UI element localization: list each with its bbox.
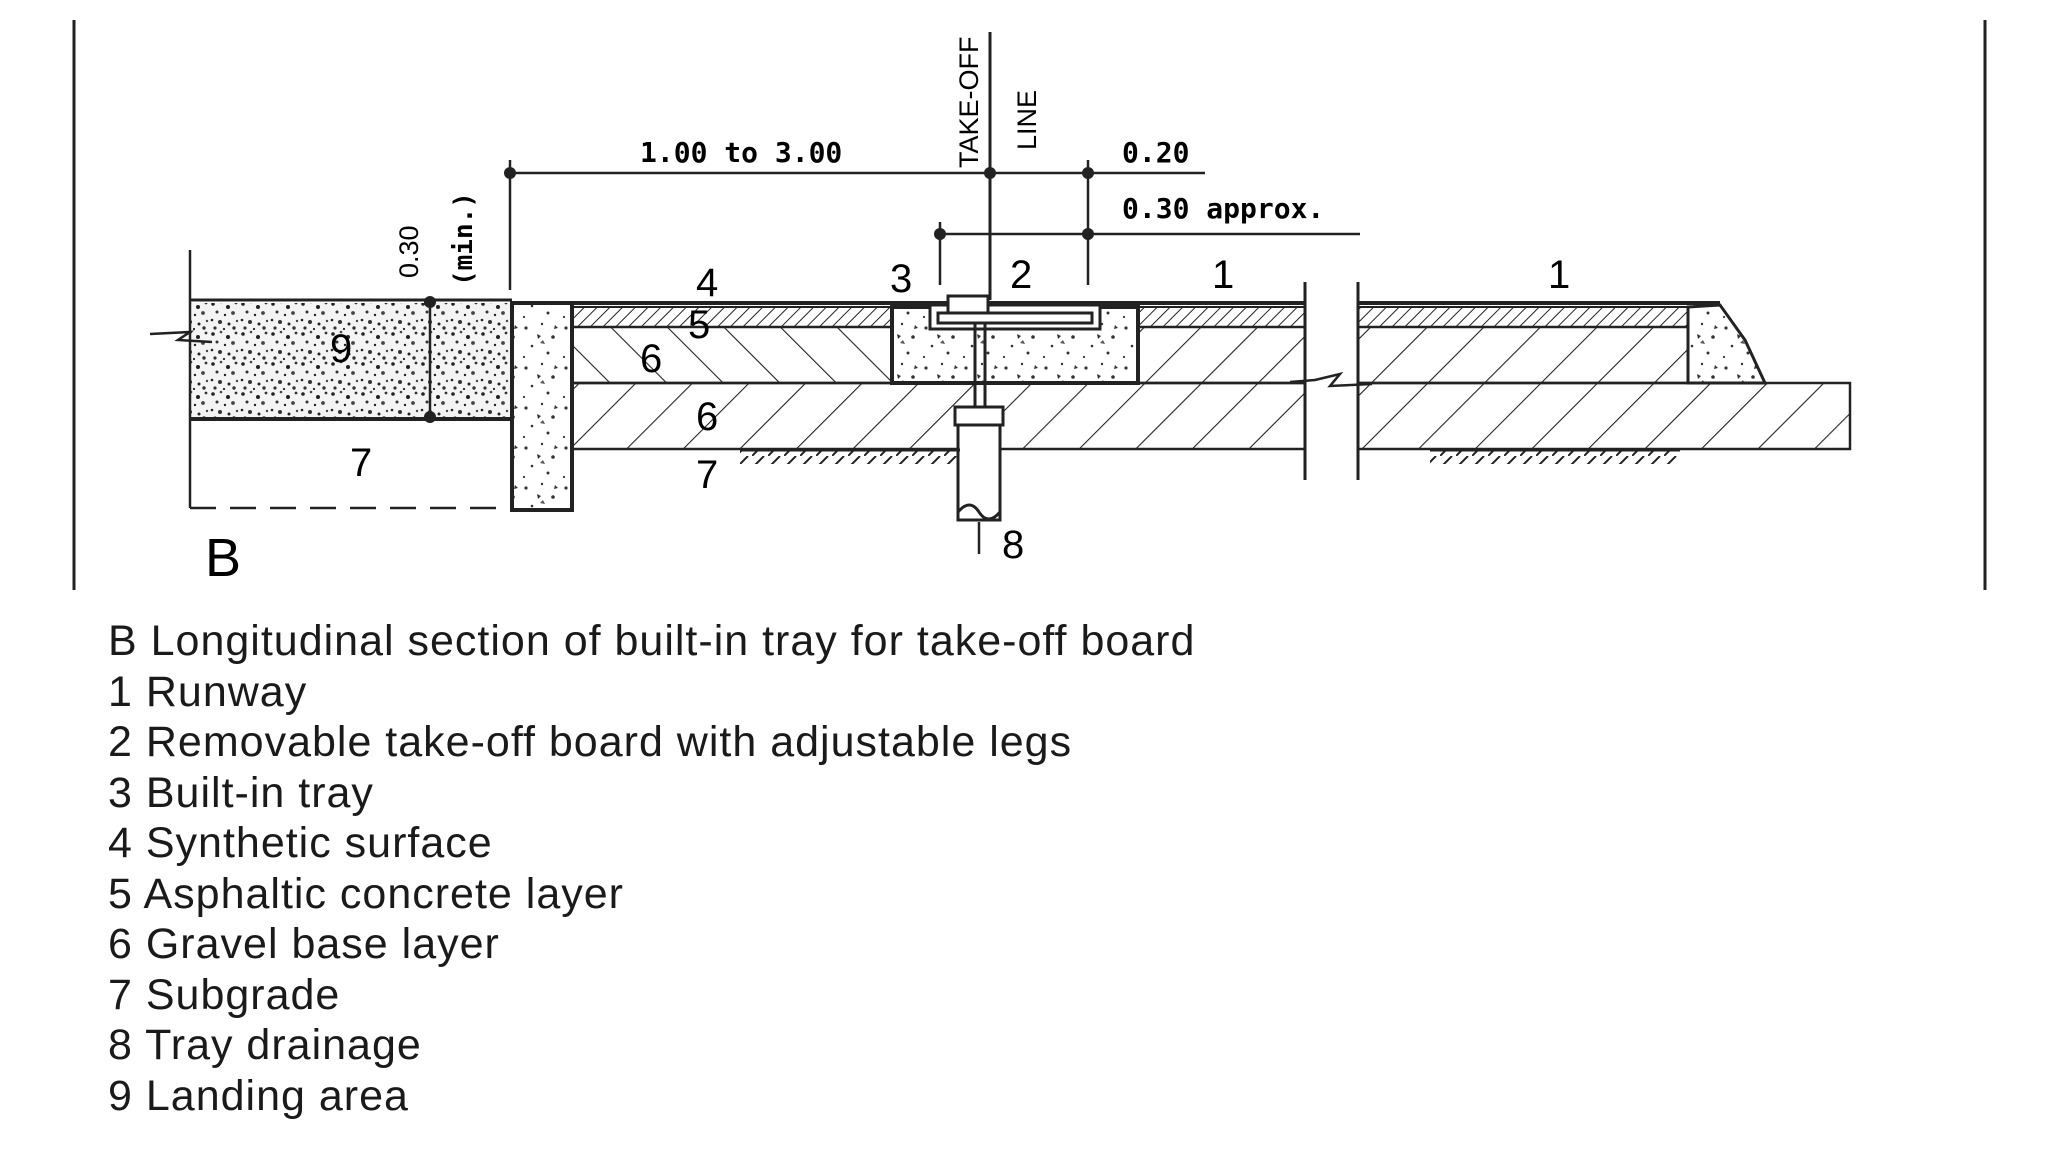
- dim-depth-label: 0.30: [394, 225, 424, 278]
- drain-pipe-break: [956, 503, 1002, 521]
- callout-surface: 4: [696, 261, 718, 305]
- callout-asphalt: 5: [688, 303, 710, 347]
- view-label: B: [205, 528, 241, 588]
- callout-runway-a: 1: [1212, 253, 1234, 297]
- callout-tray: 3: [890, 257, 912, 301]
- callout-subgrade-left: 7: [350, 441, 372, 485]
- take-off-board-plate: [936, 311, 1094, 325]
- legend-item: 8 Tray drainage: [108, 1021, 422, 1069]
- concrete-kerb: [510, 301, 574, 512]
- gravel-lower-right: [1356, 381, 1852, 451]
- drain-pipe: [956, 423, 1002, 522]
- drain-fitting: [953, 405, 1005, 427]
- gravel-lower-left: [570, 381, 1307, 451]
- dim-offset-label: 1.00 to 3.00: [640, 136, 842, 169]
- legend-item: 4 Synthetic surface: [108, 819, 493, 867]
- gravel-upper-right: [1356, 325, 1690, 385]
- callout-gravel-upper: 6: [640, 337, 662, 381]
- landing-break-symbol: [149, 330, 213, 344]
- dim-node: [1082, 228, 1094, 240]
- soil-hatch-center: [740, 450, 960, 464]
- legend-item: 5 Asphaltic concrete layer: [108, 869, 624, 918]
- callout-runway-b: 1: [1548, 253, 1570, 297]
- legend-item: 7 Subgrade: [108, 970, 341, 1019]
- dim-node: [424, 296, 436, 308]
- legend-item: 1 Runway: [108, 667, 308, 716]
- dim-node: [504, 167, 516, 179]
- callout-gravel-lower: 6: [696, 395, 718, 439]
- dim-tray-label: 0.30 approx.: [1122, 192, 1324, 225]
- landing-area-sand: [190, 303, 512, 419]
- gravel-upper-mid: [1136, 325, 1307, 385]
- takeoff-label-2: LINE: [1012, 90, 1042, 150]
- break-symbol: [1289, 371, 1373, 388]
- section-diagram: 1.00 to 3.00 0.20 0.30 approx. TAKE-OFF …: [72, 20, 1987, 590]
- dim-node: [984, 167, 996, 179]
- gravel-upper-left: [570, 325, 894, 385]
- legend-title: B Longitudinal section of built-in tray …: [108, 617, 1196, 665]
- legend-item: 6 Gravel base layer: [108, 920, 500, 968]
- asphalt-layer-mid: [1137, 306, 1306, 328]
- concrete-kerb-right: [1686, 303, 1768, 385]
- callout-landing: 9: [330, 327, 352, 371]
- soil-hatch-right: [1430, 450, 1680, 464]
- callout-board: 2: [1010, 253, 1032, 297]
- dim-node: [424, 411, 436, 423]
- legend-item: 9 Landing area: [108, 1071, 409, 1120]
- dim-depth-note: (min.): [449, 192, 479, 286]
- legend-item: 2 Removable take-off board with adjustab…: [108, 718, 1073, 766]
- callout-subgrade-center: 7: [696, 453, 718, 497]
- legend-item: 3 Built-in tray: [108, 768, 374, 817]
- dim-node: [1082, 167, 1094, 179]
- dim-board-label: 0.20: [1122, 136, 1189, 169]
- legend: B Longitudinal section of built-in tray …: [108, 616, 2028, 1121]
- asphalt-layer-left: [571, 306, 893, 328]
- takeoff-label-1: TAKE-OFF: [954, 37, 984, 169]
- asphalt-layer-right: [1357, 306, 1689, 328]
- dim-node: [934, 228, 946, 240]
- callout-drainage: 8: [1002, 523, 1024, 567]
